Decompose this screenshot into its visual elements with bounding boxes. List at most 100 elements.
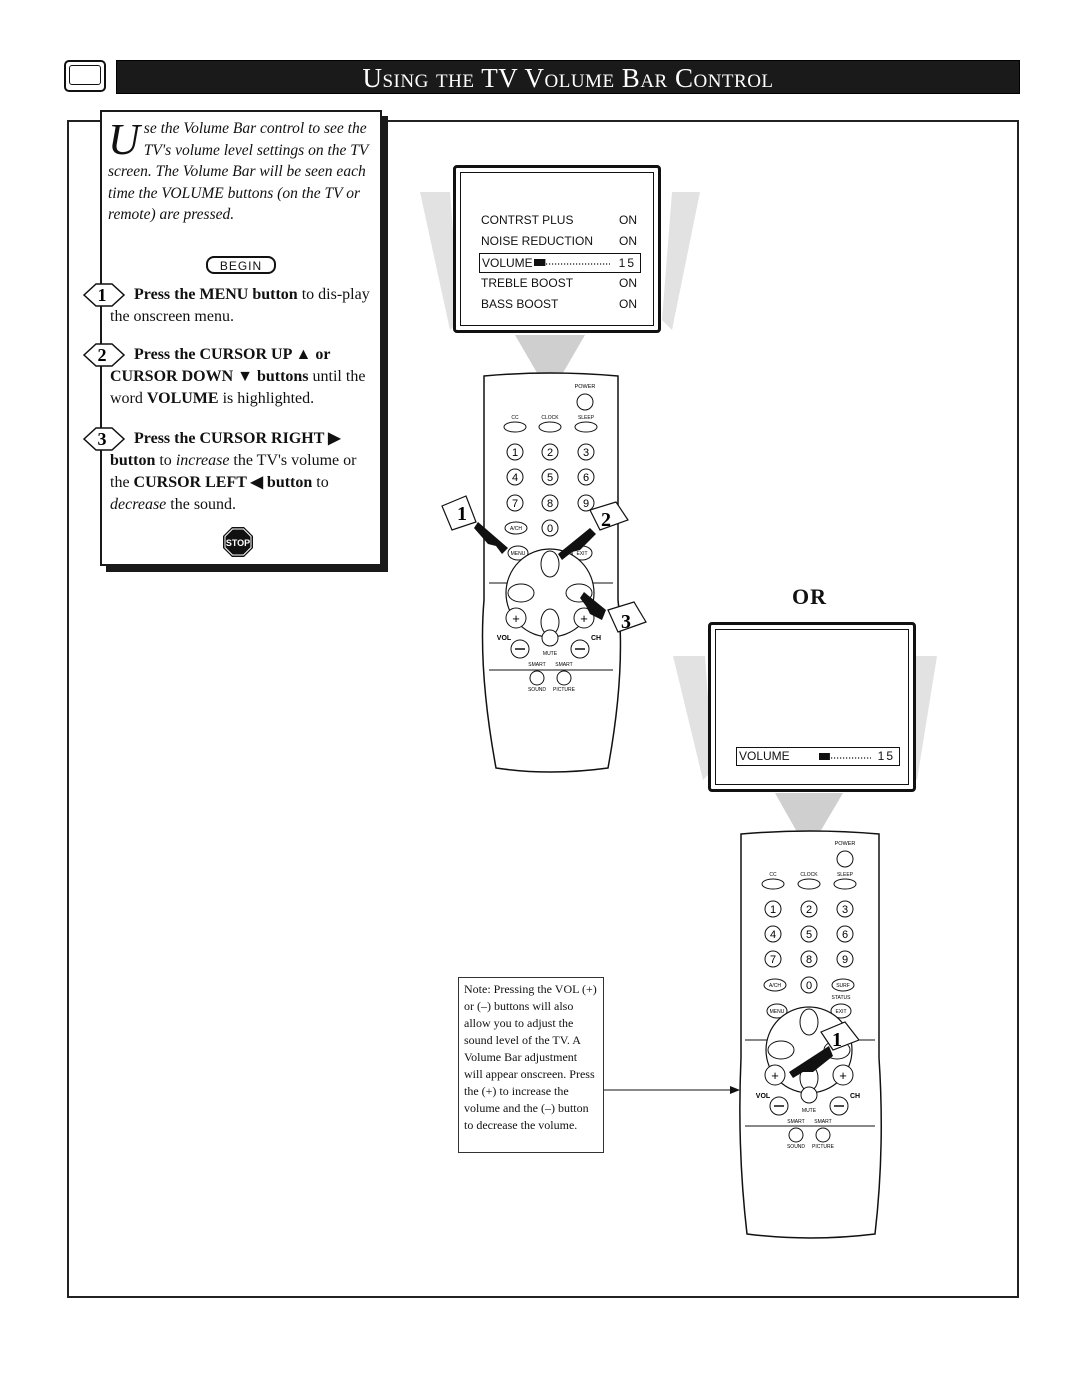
intro-text: se the Volume Bar control to see the TV'… xyxy=(108,120,369,223)
callout-4-badge xyxy=(820,1021,860,1051)
svg-text:+: + xyxy=(580,611,588,626)
volume-bar xyxy=(534,259,610,266)
menu-button[interactable] xyxy=(507,545,529,561)
digit-label: 7 xyxy=(512,498,518,510)
sleep-button[interactable] xyxy=(833,878,857,890)
digit-3-button[interactable] xyxy=(836,900,854,918)
clock-button[interactable] xyxy=(797,878,821,890)
ach-button[interactable] xyxy=(763,978,787,992)
callout-1-badge xyxy=(441,495,477,531)
smart-sound-label: SMART xyxy=(787,1119,804,1125)
smart-sound-button[interactable] xyxy=(529,670,545,686)
digit-label: 9 xyxy=(842,954,848,966)
menu-value: ON xyxy=(619,213,637,227)
digit-8-button[interactable] xyxy=(800,950,818,968)
menu-value: 15 xyxy=(618,256,636,270)
menu-label: NOISE REDUCTION xyxy=(481,234,594,248)
step-3-number: 3 xyxy=(98,429,107,449)
cursor-up-button[interactable] xyxy=(540,550,560,578)
ch-plus-button[interactable] xyxy=(573,607,595,629)
mute-label: MUTE xyxy=(543,651,558,657)
menu-row-volume: VOLUME 15 xyxy=(479,253,641,273)
digit-9-button[interactable] xyxy=(836,950,854,968)
begin-badge: BEGIN xyxy=(206,256,276,274)
digit-label: 0 xyxy=(806,980,812,992)
menu-button[interactable] xyxy=(766,1003,788,1019)
surf-button[interactable] xyxy=(831,978,855,992)
volume-label: VOLUME xyxy=(739,749,790,763)
digit-2-button[interactable] xyxy=(541,443,559,461)
digit-6-button[interactable] xyxy=(836,925,854,943)
beam-top-1 xyxy=(420,192,700,378)
digit-8-button[interactable] xyxy=(541,494,559,512)
cc-button[interactable] xyxy=(503,421,527,433)
beam-top-2 xyxy=(673,656,937,832)
step-2-action: Press the CURSOR UP ▲ or CURSOR DOWN ▼ b… xyxy=(110,346,331,385)
cursor-left-button[interactable] xyxy=(767,1040,795,1060)
content-frame xyxy=(67,120,1019,1298)
tv-screen-volume-inner: VOLUME 15 xyxy=(715,629,909,785)
power-button[interactable] xyxy=(836,850,854,868)
digit-label: 8 xyxy=(547,498,553,510)
step-3-detail-c: to xyxy=(312,474,329,491)
clock-button[interactable] xyxy=(538,421,562,433)
note-box: Note: Pressing the VOL (+) or (–) button… xyxy=(458,977,604,1153)
clock-label: CLOCK xyxy=(800,872,818,878)
hand-pointer-icon xyxy=(558,528,596,560)
sleep-button[interactable] xyxy=(574,421,598,433)
smart-picture-button[interactable] xyxy=(815,1127,831,1143)
digit-label: 7 xyxy=(770,954,776,966)
step-3-action: Press the CURSOR RIGHT ▶ button xyxy=(110,430,341,469)
mute-label: MUTE xyxy=(802,1108,817,1114)
digit-7-button[interactable] xyxy=(506,494,524,512)
smart-picture-button[interactable] xyxy=(556,670,572,686)
power-button[interactable] xyxy=(576,393,594,411)
digit-4-button[interactable] xyxy=(764,925,782,943)
ach-button[interactable] xyxy=(504,521,528,535)
cc-button[interactable] xyxy=(761,878,785,890)
digit-0-button[interactable] xyxy=(541,519,559,537)
digit-6-button[interactable] xyxy=(577,468,595,486)
digit-0-button[interactable] xyxy=(800,976,818,994)
step-1-text: Press the MENU button to dis-play the on… xyxy=(110,284,374,328)
smart-picture-label: SMART xyxy=(814,1119,831,1125)
smart-sound-button[interactable] xyxy=(788,1127,804,1143)
cursor-left-button[interactable] xyxy=(507,583,535,603)
hand-pointer-icon xyxy=(474,522,508,554)
cc-label: CC xyxy=(769,872,777,878)
digit-1-button[interactable] xyxy=(506,443,524,461)
digit-label: 1 xyxy=(512,447,518,459)
intro-dropcap: U xyxy=(108,115,140,164)
menu-value: ON xyxy=(619,276,637,290)
digit-7-button[interactable] xyxy=(764,950,782,968)
vol-label: VOL xyxy=(497,635,512,642)
digit-9-button[interactable] xyxy=(577,494,595,512)
remote-control-2: POWER CC CLOCK SLEEP 1 2 3 4 5 6 7 8 9 0… xyxy=(739,830,882,1239)
vol-plus-button[interactable] xyxy=(764,1064,786,1086)
ch-plus-button[interactable] xyxy=(832,1064,854,1086)
menu-label: CONTRST PLUS xyxy=(481,213,574,227)
vol-plus-button[interactable] xyxy=(505,607,527,629)
digit-4-button[interactable] xyxy=(506,468,524,486)
exit-button[interactable] xyxy=(830,1003,852,1019)
digit-3-button[interactable] xyxy=(577,443,595,461)
digit-5-button[interactable] xyxy=(541,468,559,486)
callout-1-number: 1 xyxy=(457,503,467,525)
digit-5-button[interactable] xyxy=(800,925,818,943)
digit-label: 2 xyxy=(806,904,812,916)
mute-button[interactable] xyxy=(541,629,559,647)
instruction-box xyxy=(100,110,382,566)
tv-screen-volume: VOLUME 15 xyxy=(708,622,916,792)
clock-label: CLOCK xyxy=(541,415,559,421)
digit-label: 6 xyxy=(842,929,848,941)
step-3-alt-action: CURSOR LEFT ◀ button xyxy=(133,474,313,491)
mute-button[interactable] xyxy=(800,1086,818,1104)
status-label: STATUS xyxy=(832,995,852,1001)
digit-label: 6 xyxy=(583,472,589,484)
volume-bar-fill xyxy=(534,259,546,266)
digit-1-button[interactable] xyxy=(764,900,782,918)
power-label: POWER xyxy=(575,384,596,390)
cursor-up-button[interactable] xyxy=(799,1008,819,1036)
menu-label: BASS BOOST xyxy=(481,297,559,311)
digit-2-button[interactable] xyxy=(800,900,818,918)
